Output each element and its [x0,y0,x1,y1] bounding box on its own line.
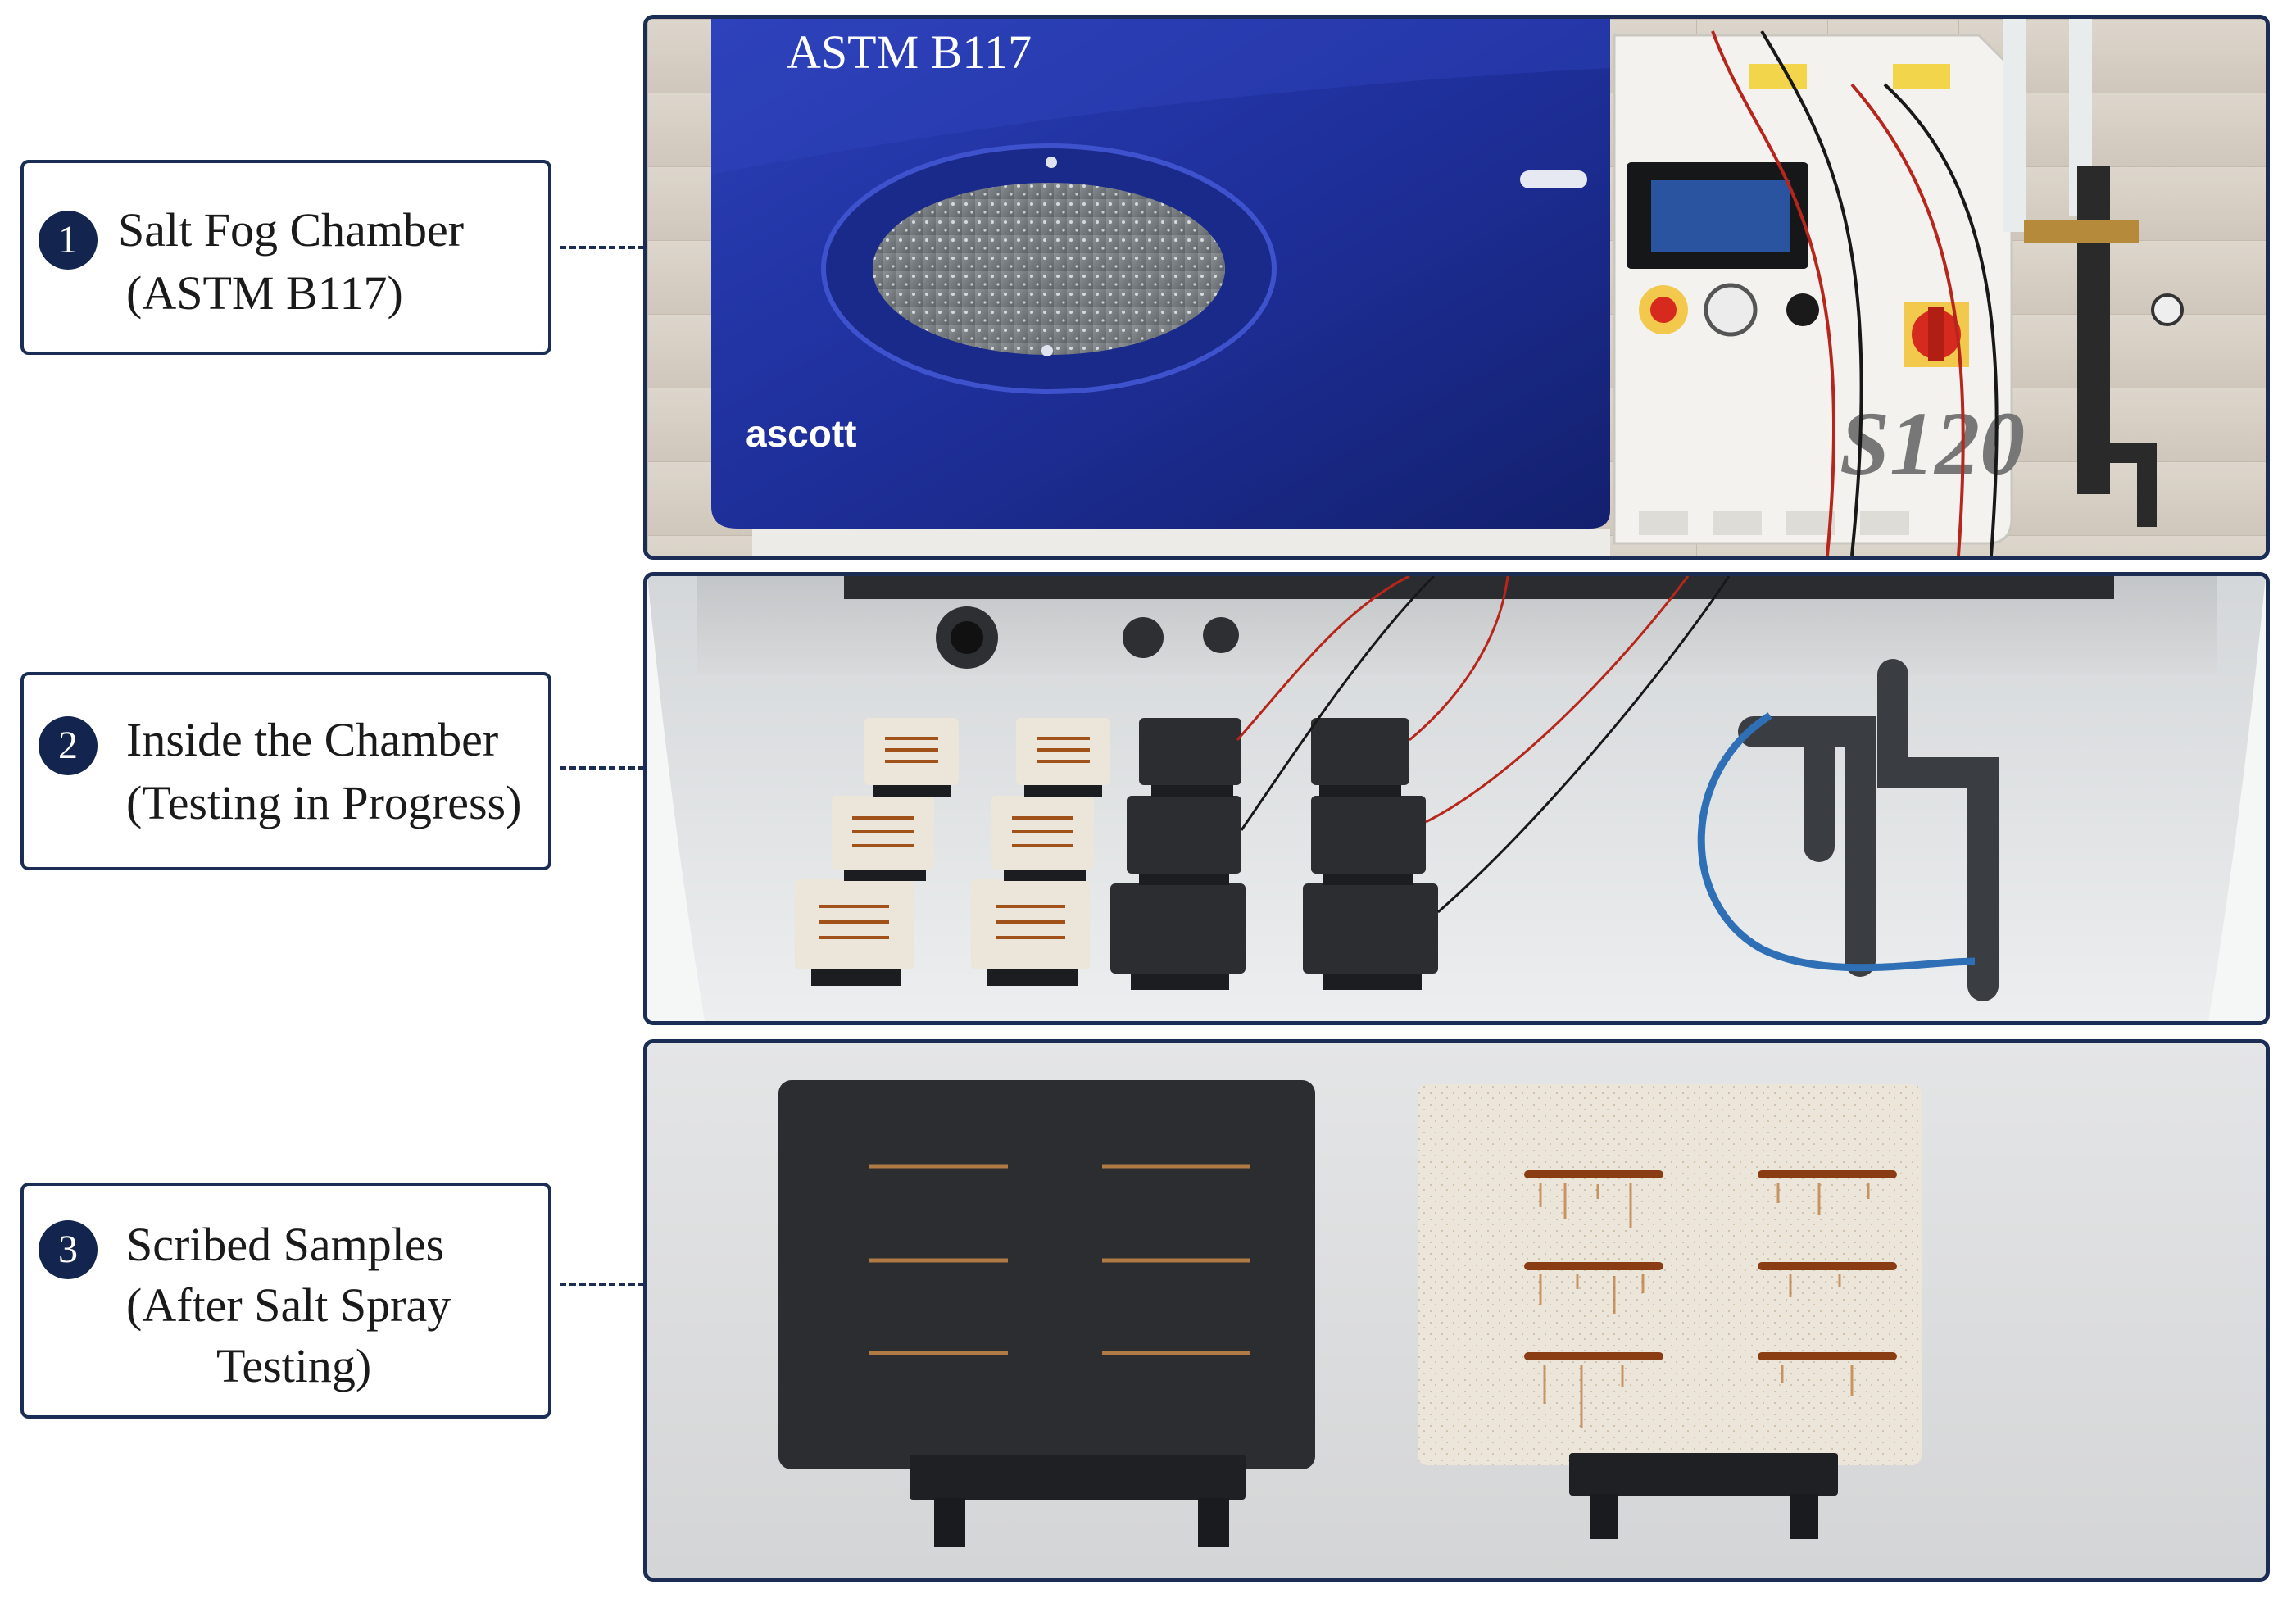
black-sample-scribes [869,1164,1250,1355]
chamber-wall-right [2208,576,2266,1021]
step-badge-2: 2 [39,716,98,775]
air-hose [1697,712,1976,972]
scribed-samples-photo [647,1043,2266,1578]
white-sample-scribes [1524,1170,1897,1360]
callout-salt-fog-chamber: 1 Salt Fog Chamber (ASTM B117) [20,160,551,355]
black-sample-stand [910,1455,1246,1500]
callout-subtitle-cont: Testing) [216,1339,372,1392]
callout-subtitle: (ASTM B117) [126,266,403,320]
black-specimens [1110,718,1438,974]
callout-subtitle: (After Salt Spray [126,1278,451,1332]
callout-title: Salt Fog Chamber [118,203,465,257]
brand-badge [1520,170,1587,188]
step-badge-1: 1 [39,211,98,270]
callout-title: Scribed Samples [126,1218,445,1271]
panel-inside-chamber [643,572,2270,1025]
step-badge-3: 3 [39,1220,98,1279]
callout-inside-chamber: 2 Inside the Chamber (Testing in Progres… [20,672,551,870]
spray-manifold [844,576,2114,599]
control-knob [1786,293,1819,326]
chamber-window [873,183,1225,355]
callout-title: Inside the Chamber [126,713,499,766]
white-sample-stand [1569,1453,1838,1496]
inside-chamber-photo [647,576,2266,1021]
white-sample [1418,1084,1922,1465]
callout-scribed-samples: 3 Scribed Samples (After Salt Spray Test… [20,1183,551,1419]
pressure-gauge [1704,283,1758,337]
brand-logo: ascott [746,412,856,455]
chamber-wall-left [647,576,705,1021]
chamber-label: ASTM B117 [787,25,1032,79]
callout-subtitle: (Testing in Progress) [126,776,522,829]
drain-piping [1738,659,1999,1001]
panel-chamber-exterior: ASTM B117 ascott S120 [643,15,2270,560]
black-sample [778,1080,1315,1469]
chamber-exterior-photo: ASTM B117 ascott S120 [647,19,2266,556]
panel-scribed-samples [643,1039,2270,1582]
